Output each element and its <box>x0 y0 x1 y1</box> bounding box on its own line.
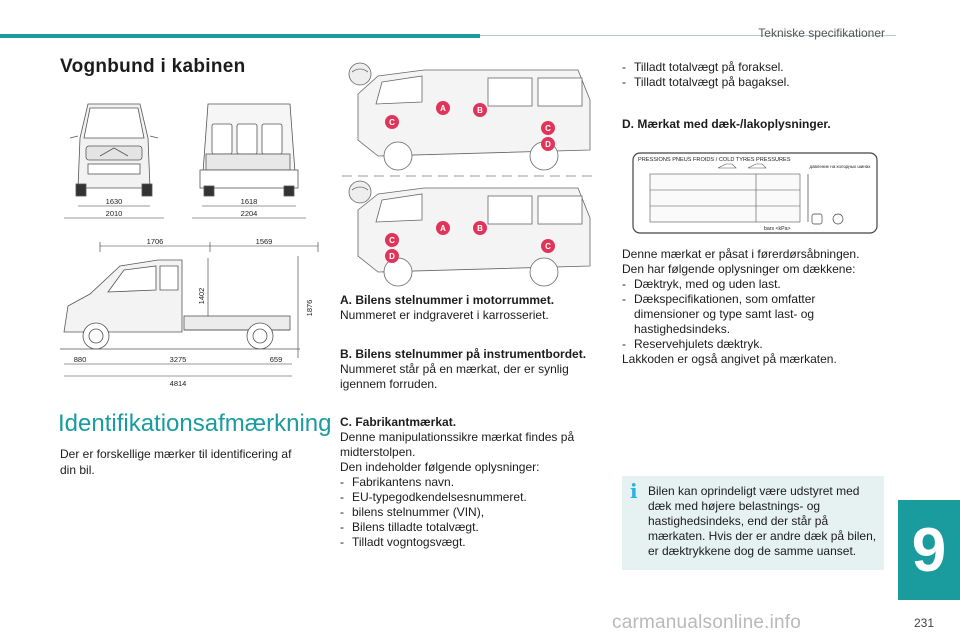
tyre-pressure-label-drawing: PRESSIONS PNEUS FROIDS / COLD TYRES PRES… <box>632 152 878 234</box>
dim-rear-track: 1618 <box>241 197 258 206</box>
svg-text:C: C <box>545 124 551 133</box>
marker-b-bottom: B <box>473 221 487 235</box>
list-item: EU-typegodkendelsesnummeret. <box>340 490 600 505</box>
item-c-list: Fabrikantens navn. EU-typegodkendelsesnu… <box>340 475 600 550</box>
svg-text:C: C <box>389 118 395 127</box>
van-drawing-top <box>348 62 591 171</box>
tyre-info-list: Dæktryk, med og uden last. Dækspecifikat… <box>622 277 884 352</box>
list-item: Tilladt vogntogsvægt. <box>340 535 600 550</box>
marker-a-bottom: A <box>436 221 450 235</box>
list-item: Dækspecifikationen, som omfatter dimensi… <box>622 292 884 337</box>
info-note-box: i Bilen kan oprindeligt være udstyret me… <box>622 476 884 570</box>
item-d-heading: D. Mærkat med dæk-/lakoplysninger. <box>622 117 831 131</box>
tyre-warning-icon <box>832 213 844 225</box>
item-a-engine-vin: A. Bilens stelnummer i motorrummet. Numm… <box>340 293 600 323</box>
tyre-label-cyrillic: давление на холодных шинах <box>810 164 872 169</box>
dim-front-width: 2010 <box>106 209 123 218</box>
book-icon <box>811 213 823 225</box>
item-b-text: Nummeret står på en mærkat, der er synli… <box>340 362 569 391</box>
tyre-info-text2: Den har følgende oplysninger om dækkene: <box>622 262 856 276</box>
dim-wheelbase: 3275 <box>170 355 187 364</box>
item-c-heading: C. Fabrikantmærkat. <box>340 415 457 429</box>
header-title: Tekniske specifikationer <box>758 26 885 40</box>
side-view-dimension-drawing: 1706 1569 1402 1876 880 3275 659 4814 <box>60 237 319 386</box>
list-item: bilens stelnummer (VIN), <box>340 505 600 520</box>
dim-bed-length: 1569 <box>256 237 273 246</box>
svg-text:C: C <box>389 236 395 245</box>
svg-text:D: D <box>389 252 395 261</box>
identification-markers-drawing: A B C C D A B C D C <box>342 62 594 287</box>
header-rule <box>480 35 896 36</box>
front-rear-dimension-drawing: 1630 2010 1618 2204 <box>64 103 306 219</box>
list-item: Tilladt totalvægt på bagaksel. <box>622 75 884 90</box>
item-c-manufacturer-label: C. Fabrikantmærkat. Denne manipulationss… <box>340 415 600 550</box>
axle-weight-list: Tilladt totalvægt på foraksel. Tilladt t… <box>622 60 884 90</box>
tyre-label-units: bars <kPa> <box>764 226 791 232</box>
info-icon: i <box>630 479 638 503</box>
svg-text:C: C <box>545 242 551 251</box>
marker-c-top-right: C <box>541 121 555 135</box>
van-drawing-bottom <box>348 180 591 287</box>
item-b-dashboard-vin: B. Bilens stelnummer på instrumentbordet… <box>340 347 602 392</box>
list-item: Dæktryk, med og uden last. <box>622 277 884 292</box>
item-d-tyre-paint-label: D. Mærkat med dæk-/lakoplysninger. <box>622 117 884 132</box>
dim-cab-length: 1706 <box>147 237 164 246</box>
identification-intro: Der er forskellige mærker til identifice… <box>60 447 292 477</box>
dim-rear-overhang: 659 <box>270 355 283 364</box>
tyre-info-text1: Denne mærkat er påsat i førerdørsåbninge… <box>622 247 860 261</box>
tyre-info-text3: Lakkoden er også angivet på mærkaten. <box>622 352 837 366</box>
dim-front-overhang: 880 <box>74 355 87 364</box>
rear-view-drawing <box>199 103 299 197</box>
item-a-heading: A. Bilens stelnummer i motorrummet. <box>340 293 555 307</box>
marker-b-top: B <box>473 103 487 117</box>
front-view-drawing <box>69 103 159 197</box>
item-a-text: Nummeret er indgraveret i karrosseriet. <box>340 308 549 322</box>
dim-overall-height: 1876 <box>305 300 314 317</box>
item-c-text2: Den indeholder følgende oplysninger: <box>340 460 540 474</box>
dim-overall-length: 4814 <box>170 379 187 386</box>
item-b-heading: B. Bilens stelnummer på instrumentbordet… <box>340 347 587 361</box>
svg-text:D: D <box>545 140 551 149</box>
chapter-number-badge: 9 <box>898 500 960 600</box>
section-title-identification: Identifikationsafmærkning <box>58 410 332 437</box>
watermark: carmanualsonline.info <box>612 612 802 633</box>
marker-d-bottom: D <box>385 249 399 263</box>
platform-cab-side-drawing <box>60 259 300 350</box>
svg-text:B: B <box>477 106 483 115</box>
section-title-platform-cab: Vognbund i kabinen <box>60 56 246 77</box>
dim-rear-width: 2204 <box>241 209 258 218</box>
tyre-label-info: Denne mærkat er påsat i førerdørsåbninge… <box>622 247 884 367</box>
list-item: Tilladt totalvægt på foraksel. <box>622 60 884 75</box>
list-item: Fabrikantens navn. <box>340 475 600 490</box>
tyre-label-title: PRESSIONS PNEUS FROIDS / COLD TYRES PRES… <box>638 157 791 163</box>
dim-front-track: 1630 <box>106 197 123 206</box>
marker-d-top: D <box>541 137 555 151</box>
list-item: Bilens tilladte totalvægt. <box>340 520 600 535</box>
svg-text:B: B <box>477 224 483 233</box>
svg-text:A: A <box>440 104 446 113</box>
dim-bed-height: 1402 <box>197 288 206 305</box>
marker-c-bottom-right: C <box>541 239 555 253</box>
page-number: 231 <box>914 616 935 630</box>
info-note-text: Bilen kan oprindeligt være udstyret med … <box>648 484 877 558</box>
svg-text:A: A <box>440 224 446 233</box>
marker-a-top: A <box>436 101 450 115</box>
item-c-text1: Denne manipulationssikre mærkat findes p… <box>340 430 575 459</box>
marker-c-bottom-left: C <box>385 233 399 247</box>
list-item: Reservehjulets dæktryk. <box>622 337 884 352</box>
marker-c-top-left: C <box>385 115 399 129</box>
header-accent-bar <box>0 34 480 38</box>
